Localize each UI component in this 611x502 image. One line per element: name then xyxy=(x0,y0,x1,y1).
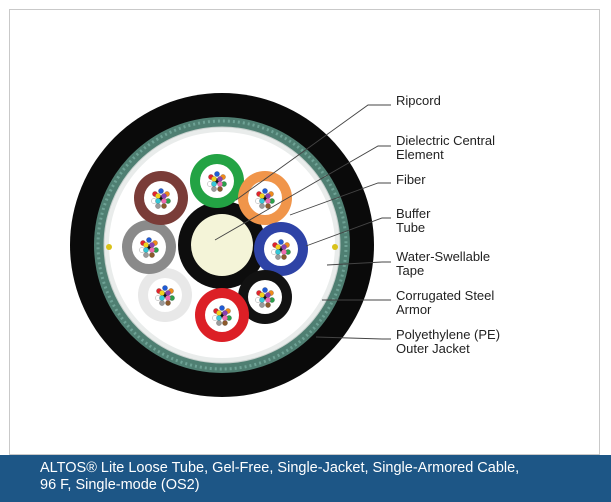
armor-corrugation xyxy=(96,119,348,371)
fiber xyxy=(265,297,271,303)
fiber xyxy=(275,249,281,255)
fiber xyxy=(159,300,165,306)
fiber xyxy=(149,252,155,258)
leader-line xyxy=(214,145,391,241)
label-corrugated-steel-armor: Corrugated Steel Armor xyxy=(396,288,495,317)
fiber xyxy=(262,287,268,293)
fiber xyxy=(265,302,271,308)
fiber xyxy=(265,193,271,199)
label-water-swellable-tape: Water-Swellable Tape xyxy=(396,249,491,278)
fiber xyxy=(259,193,265,199)
fiber xyxy=(161,203,167,209)
dielectric-central-element xyxy=(191,214,253,276)
fiber xyxy=(211,176,217,182)
fiber xyxy=(159,295,165,301)
fiber xyxy=(165,300,171,306)
fiber xyxy=(222,315,228,321)
fiber xyxy=(165,290,171,296)
leader-lines xyxy=(214,104,391,340)
fiber xyxy=(155,198,161,204)
fiber xyxy=(149,242,155,248)
fiber xyxy=(161,193,167,199)
leader-line xyxy=(315,336,391,340)
label-polyethylene-outer-jacket: Polyethylene (PE) Outer Jacket xyxy=(396,327,501,356)
leader-line xyxy=(305,217,391,247)
fiber xyxy=(259,198,265,204)
label-buffer-tube: Buffer Tube xyxy=(396,206,431,235)
fiber xyxy=(265,198,271,204)
fiber xyxy=(162,285,168,291)
fiber xyxy=(211,181,217,187)
leader-line xyxy=(289,182,391,216)
leader-line xyxy=(326,261,391,266)
fiber xyxy=(165,295,171,301)
cable-cross-section-diagram xyxy=(70,93,391,397)
fiber xyxy=(281,254,287,260)
fiber xyxy=(155,193,161,199)
fiber xyxy=(262,188,268,194)
cable-cross-section xyxy=(70,93,374,397)
fiber xyxy=(143,252,149,258)
label-dielectric-central-element: Dielectric Central Element xyxy=(396,133,495,162)
fiber xyxy=(211,186,217,192)
fiber xyxy=(281,244,287,250)
label-ripcord: Ripcord xyxy=(396,93,441,108)
fiber xyxy=(143,242,149,248)
fiber xyxy=(259,292,265,298)
fiber xyxy=(217,176,223,182)
leader-line xyxy=(235,104,391,201)
fiber xyxy=(216,320,222,326)
ripcord-right xyxy=(332,244,338,250)
fiber xyxy=(219,305,225,311)
fiber xyxy=(259,297,265,303)
fiber xyxy=(275,244,281,250)
ripcord-left xyxy=(106,244,112,250)
fiber xyxy=(161,198,167,204)
fiber xyxy=(259,302,265,308)
fiber xyxy=(222,320,228,326)
fiber xyxy=(216,310,222,316)
fiber xyxy=(217,186,223,192)
fiber xyxy=(158,188,164,194)
fiber xyxy=(214,171,220,177)
fiber xyxy=(259,203,265,209)
fiber xyxy=(281,249,287,255)
label-fiber: Fiber xyxy=(396,172,426,187)
fiber xyxy=(217,181,223,187)
fiber xyxy=(265,203,271,209)
fiber xyxy=(146,237,152,243)
fiber xyxy=(275,254,281,260)
fiber xyxy=(155,203,161,209)
fiber xyxy=(216,315,222,321)
fiber xyxy=(143,247,149,253)
fiber xyxy=(265,292,271,298)
fiber xyxy=(149,247,155,253)
fiber xyxy=(222,310,228,316)
fiber xyxy=(278,239,284,245)
caption-bar: ALTOS® Lite Loose Tube, Gel-Free, Single… xyxy=(0,455,611,502)
fiber xyxy=(159,290,165,296)
